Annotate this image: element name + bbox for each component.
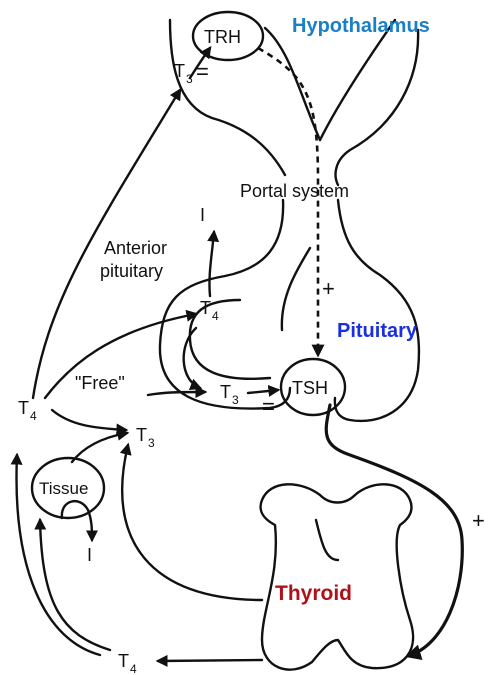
pituitary-t3-label: T 3 = [220, 382, 275, 419]
thyroid-gland [261, 484, 414, 669]
tissue-inactivation-arrow [62, 501, 92, 540]
bottom-t4-label: T 4 [118, 651, 137, 675]
thyroid-to-tissue-arrow [40, 520, 110, 650]
svg-text:3: 3 [232, 393, 239, 407]
thyroid-to-lower-t4-arrow [158, 660, 262, 661]
svg-text:T: T [18, 398, 29, 418]
portal-stimulation-sign: + [322, 276, 335, 301]
svg-text:3: 3 [186, 72, 193, 86]
tissue-inactivation-mark: I [87, 545, 92, 565]
svg-text:T: T [174, 61, 185, 81]
pituitary-label: Pituitary [337, 320, 418, 342]
portal-system-label: Portal system [240, 181, 349, 201]
thyroid-label: Thyroid [275, 582, 352, 605]
svg-text:4: 4 [30, 409, 37, 423]
free-to-pituitary-t3-arrow [148, 392, 205, 395]
tsh-label: TSH [292, 378, 328, 398]
trh-label: TRH [204, 27, 241, 47]
svg-text:T: T [200, 298, 211, 318]
thyroid-isthmus [316, 520, 338, 560]
trh-dashed-arrow [258, 48, 318, 355]
pituitary-t4-inactivation-arrow [209, 232, 214, 296]
pituitary-t3-to-tsh-arrow [248, 390, 278, 393]
pituitary-t4-to-t3-arrow [184, 328, 200, 388]
t4-to-free-t3-arrow [52, 410, 126, 430]
svg-text:4: 4 [212, 309, 219, 323]
tsh-stimulation-sign: + [472, 508, 485, 533]
free-label: "Free" [75, 373, 125, 393]
tsh-to-thyroid-arrow [326, 405, 462, 656]
svg-text:3: 3 [148, 436, 155, 450]
tissue-to-t3-arrow [72, 433, 127, 462]
tissue-label: Tissue [39, 479, 88, 498]
hypothalamus-label: Hypothalamus [292, 15, 430, 37]
svg-text:T: T [220, 382, 231, 402]
left-t4-label: T 4 [18, 398, 37, 423]
svg-text:4: 4 [130, 662, 137, 675]
pituitary-inactivation-mark: I [200, 205, 205, 225]
anterior-pituitary-label-line1: Anterior [104, 238, 167, 258]
svg-text:T: T [136, 425, 147, 445]
free-t3-label: T 3 [136, 425, 155, 450]
thyroid-to-free-t3-arrow [122, 445, 262, 600]
posterior-pituitary-outline [335, 200, 419, 421]
svg-text:T: T [118, 651, 129, 671]
hypothalamus-inhibit-sign: = [196, 59, 209, 84]
anterior-pituitary-label-line2: pituitary [100, 261, 163, 281]
pituitary-inhibit-sign: = [262, 394, 275, 419]
anterior-pituitary-outline [160, 200, 310, 409]
